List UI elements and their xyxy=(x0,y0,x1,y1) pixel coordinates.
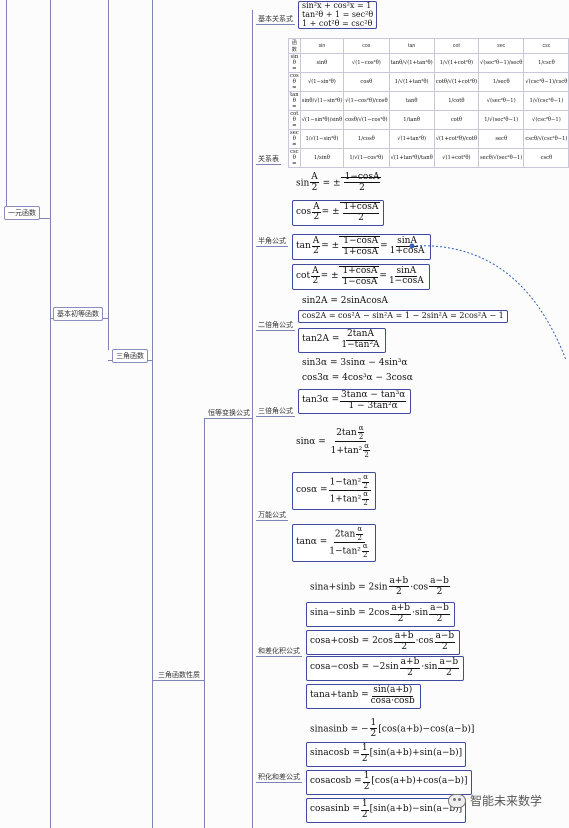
formula-double-cos: cos2A = cos²A − sin²A = 1 − 2sin²A = 2co… xyxy=(298,310,508,323)
node-triple-angle[interactable]: 三倍角公式 xyxy=(256,408,295,417)
node-relation-table[interactable]: 关系表 xyxy=(256,156,281,165)
formula-triple-sin: sin3α = 3sinα − 4sin³α xyxy=(302,358,408,368)
curve-anchor[interactable] xyxy=(409,243,415,249)
branch-line xyxy=(50,0,51,828)
node-trig-properties[interactable]: 三角函数性质 xyxy=(156,672,202,681)
table-row: sin θ =sinθ√(1−cos²θ)tanθ/√(1+tan²θ)1/√(… xyxy=(288,53,569,73)
relation-table: 函数 sin cos tan cot sec csc sin θ =sinθ√(… xyxy=(288,38,569,168)
node-identity-transform[interactable]: 恒等变换公式 xyxy=(206,410,252,419)
node-basic-elementary[interactable]: 基本初等函数 xyxy=(53,307,103,321)
formula-sum-tan: tana+tanb = sin(a+b)cosa·cosb xyxy=(306,684,421,709)
node-sum-to-product[interactable]: 和差化积公式 xyxy=(256,648,302,657)
formula-tan-sec: tan²θ + 1 = sec²θ xyxy=(302,9,374,19)
formula-triple-cos: cos3α = 4cos³α − 3cosα xyxy=(302,373,413,383)
branch-line xyxy=(6,0,7,210)
table-row: sec θ =1/√(1−sin²θ)1/cosθ√(1+tan²θ)√(1+c… xyxy=(288,129,569,149)
branch-line xyxy=(108,0,109,350)
node-unary-function[interactable]: 一元函数 xyxy=(4,206,40,220)
node-basic-relation[interactable]: 基本关系式 xyxy=(256,16,295,25)
branch-line xyxy=(204,418,205,828)
node-half-angle[interactable]: 半角公式 xyxy=(256,238,288,247)
formula-double-sin: sin2A = 2sinAcosA xyxy=(302,296,388,306)
node-trig-function[interactable]: 三角函数 xyxy=(112,349,148,363)
watermark: 智能未来数学 xyxy=(448,792,542,809)
basic-relation-formulas: sin²x + cos²x = 1 tan²θ + 1 = sec²θ 1 + … xyxy=(298,1,378,30)
branch-line xyxy=(152,0,153,828)
wechat-icon xyxy=(448,793,466,808)
node-universal[interactable]: 万能公式 xyxy=(256,512,288,521)
formula-pythagorean: sin²x + cos²x = 1 xyxy=(302,1,372,10)
node-product-to-sum[interactable]: 积化和差公式 xyxy=(256,774,302,783)
formula-cot-csc: 1 + cot²θ = csc²θ xyxy=(302,18,373,28)
watermark-text: 智能未来数学 xyxy=(470,794,543,808)
node-double-angle[interactable]: 二倍角公式 xyxy=(256,322,295,331)
branch-line xyxy=(252,10,253,828)
